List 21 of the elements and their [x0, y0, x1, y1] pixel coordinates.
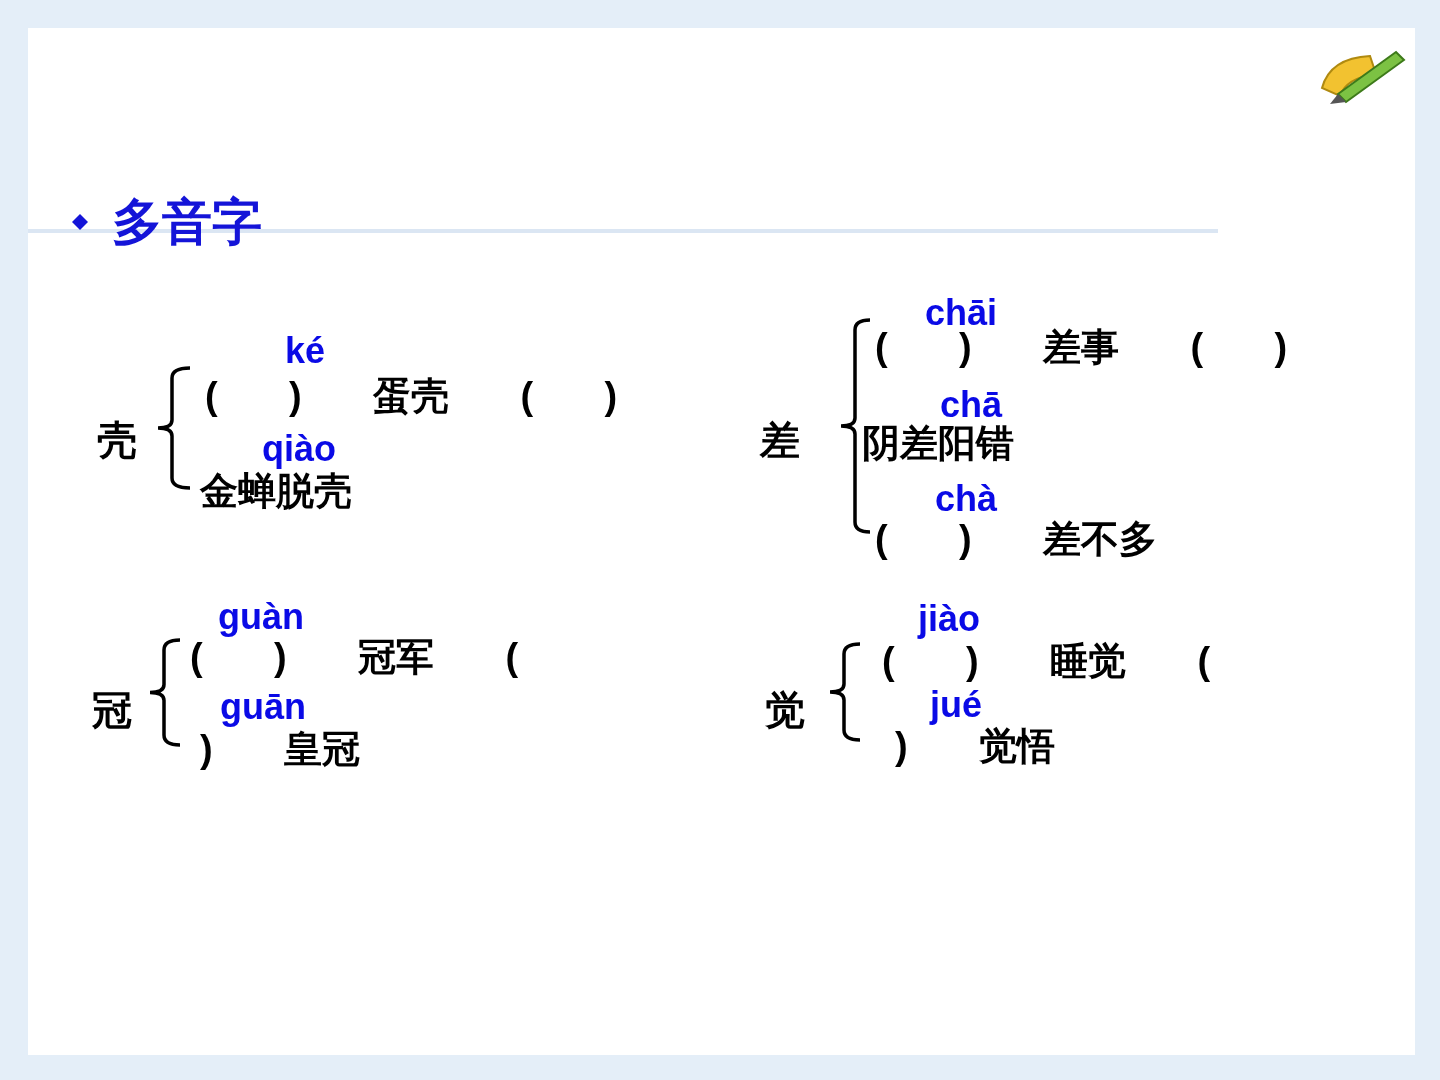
phrase-text: ( ) 蛋壳 ( ): [205, 375, 618, 417]
phrase-text: ( ) 冠军 (: [190, 636, 519, 678]
pinyin-label: jiào: [918, 600, 980, 638]
phrase-text: ( ) 差不多: [875, 518, 1158, 560]
pinyin-label: chā: [940, 386, 1003, 424]
character-heading: 觉: [765, 688, 805, 732]
phrase-text: ) 皇冠: [200, 728, 360, 770]
character-heading: 冠: [92, 688, 132, 732]
phrase-text: ) 觉悟: [895, 725, 1055, 767]
character-heading: 差: [760, 418, 800, 462]
pinyin-label: chà: [935, 480, 998, 518]
phrase-text: 金蝉脱壳: [200, 470, 352, 512]
pinyin-label: guàn: [218, 598, 304, 636]
pinyin-label: jué: [930, 686, 982, 724]
phrase-text: 阴差阳错: [862, 422, 1014, 464]
pinyin-label: guān: [220, 688, 306, 726]
phrase-text: ( ) 睡觉 (: [882, 640, 1211, 682]
character-heading: 壳: [97, 418, 137, 462]
pinyin-label: qiào: [262, 430, 336, 468]
pinyin-label: ké: [285, 332, 326, 370]
slide-title: 多音字: [112, 194, 262, 250]
